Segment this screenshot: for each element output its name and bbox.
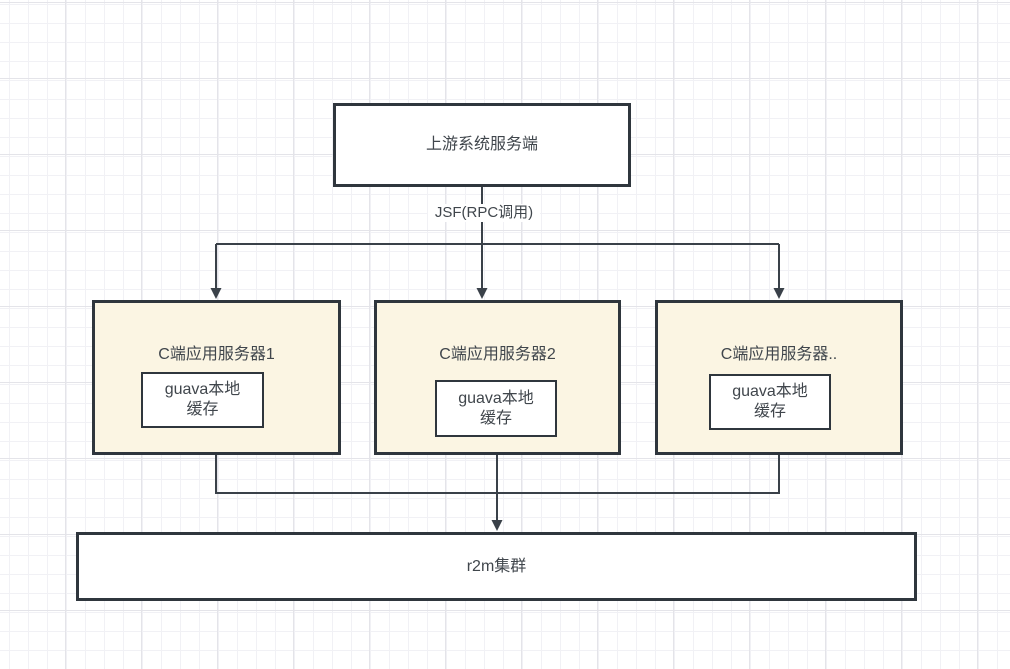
arrowhead-server2 <box>476 288 488 299</box>
node-upstream-label: 上游系统服务端 <box>425 136 538 153</box>
node-r2m-cluster[interactable]: r2m集群 <box>76 532 917 601</box>
arrowhead-r2m <box>491 520 503 531</box>
edge-upstream-to-servers[interactable] <box>210 187 785 299</box>
arrowhead-server3 <box>773 288 785 299</box>
node-server1-label: C端应用服务器1 <box>158 346 275 363</box>
node-server2-label: C端应用服务器2 <box>439 346 556 363</box>
node-r2m-label: r2m集群 <box>466 557 527 575</box>
node-upstream-server[interactable]: 上游系统服务端 <box>333 103 631 187</box>
node-cache1-label: guava本地 缓存 <box>164 381 241 418</box>
node-cache2[interactable]: guava本地 缓存 <box>435 380 557 437</box>
node-cache3[interactable]: guava本地 缓存 <box>709 374 831 430</box>
node-cache1[interactable]: guava本地 缓存 <box>141 372 264 428</box>
node-cache2-label: guava本地 缓存 <box>458 389 534 427</box>
node-cache3-label: guava本地 缓存 <box>732 383 808 420</box>
edge-label-jsf: JSF(RPC调用) <box>428 204 540 222</box>
arrowhead-server1 <box>210 288 222 299</box>
edge-servers-to-r2m[interactable] <box>215 455 780 531</box>
node-server3-label: C端应用服务器.. <box>720 346 838 363</box>
